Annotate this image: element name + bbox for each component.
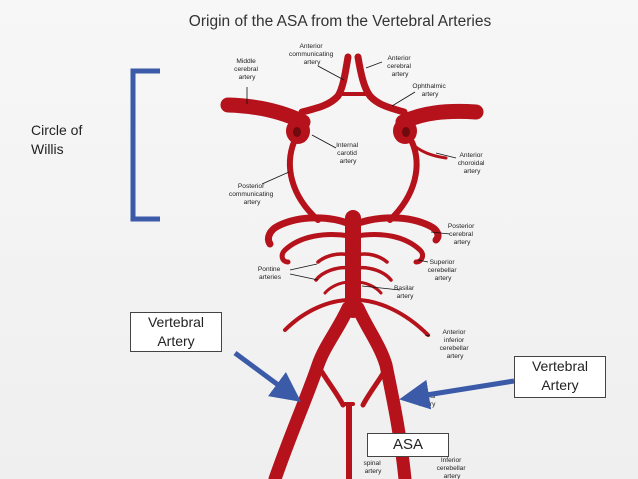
left-vertebral-callout: Vertebral Artery [130, 312, 222, 352]
right-vertebral-callout: Vertebral Artery [514, 356, 606, 398]
right-vertebral-arrow [399, 378, 515, 410]
asa-left-root [319, 369, 346, 408]
artery-labels: Middle cerebral artery Anterior communic… [229, 43, 487, 479]
label-internal-carotid: Internal carotid artery [336, 142, 360, 165]
leader-lines [246, 61, 457, 337]
superior-cerebellar-right [353, 232, 426, 265]
circle-of-willis-bracket [130, 68, 160, 222]
asa-callout: ASA [367, 433, 449, 457]
vertebral-left [268, 301, 355, 479]
middle-cerebral-left [220, 97, 311, 130]
label-spinal-partial: spinal artery [363, 460, 382, 475]
circle-of-willis-label: Circle of Willis [31, 122, 83, 157]
asa-right-root [360, 369, 387, 408]
label-superior-cerebellar: Superior cerebellar artery [428, 259, 459, 282]
middle-cerebral-right [395, 103, 484, 130]
posterior-cerebral-right [352, 214, 442, 244]
left-vertebral-arrow [233, 350, 302, 402]
label-anterior-cerebral: Anterior cerebral artery [387, 55, 413, 78]
anterior-cerebral-right [354, 53, 408, 116]
label-basilar: Basilar artery [394, 285, 416, 300]
aica-left [283, 298, 352, 332]
label-ophthalmic: Ophthalmic artery [412, 83, 447, 98]
label-middle-cerebral: Middle cerebral artery [234, 58, 260, 81]
posterior-communicating-right [387, 139, 420, 223]
posterior-communicating-left [286, 139, 321, 223]
label-posterior-communicating: Posterior communicating artery [229, 183, 275, 206]
label-anterior-choroidal: Anterior choroidal artery [458, 152, 487, 175]
label-inferior-partial: Inferior cerebellar artery [437, 457, 468, 479]
label-pontine: Pontine arteries [258, 266, 282, 281]
diagram-title: Origin of the ASA from the Vertebral Art… [189, 13, 492, 30]
label-aica: Anterior inferior cerebellar artery [440, 329, 471, 360]
superior-cerebellar-left [279, 232, 353, 265]
posterior-cerebral-left [264, 214, 354, 248]
aica-right [354, 298, 430, 337]
label-anterior-communicating: Anterior communicating artery [289, 43, 335, 66]
anterior-cerebral-left [298, 53, 352, 116]
label-posterior-cerebral: Posterior cerebral artery [448, 223, 476, 246]
